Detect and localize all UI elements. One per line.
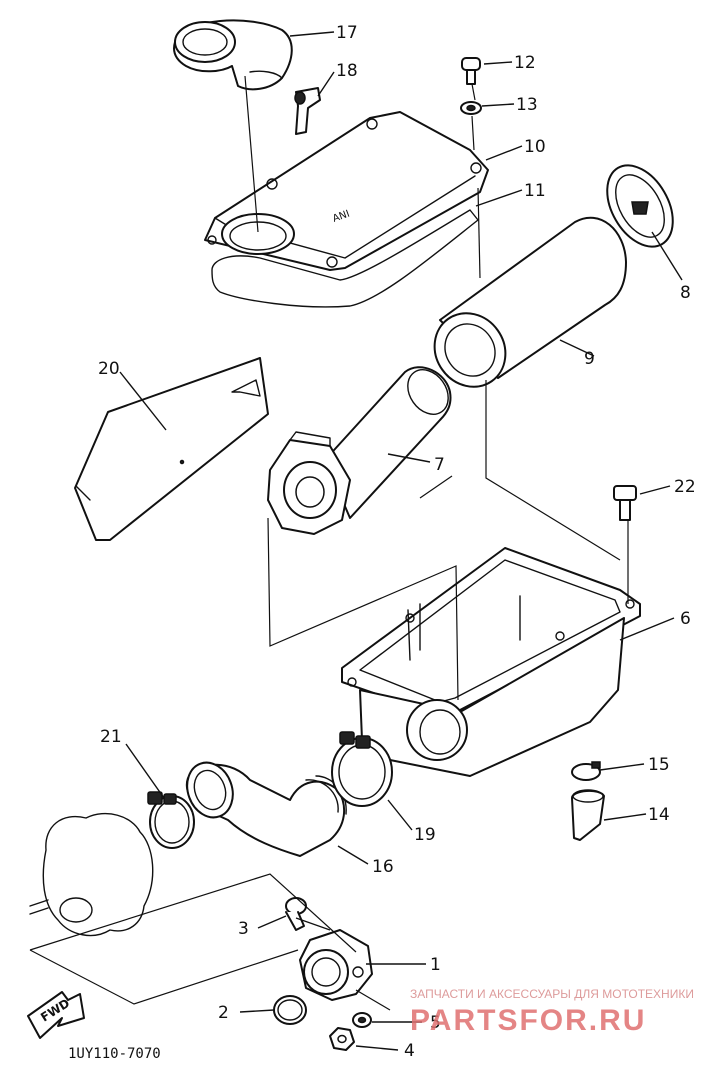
label-15: 15 xyxy=(648,755,670,775)
part-15-clamp xyxy=(571,761,601,781)
label-3: 3 xyxy=(238,919,249,939)
part-21-hose-clamp xyxy=(147,791,195,849)
leader-lines xyxy=(119,31,683,1051)
label-20: 20 xyxy=(98,359,120,379)
label-12: 12 xyxy=(514,53,536,73)
part-14-drain-joint xyxy=(571,789,605,841)
label-9: 9 xyxy=(584,349,595,369)
label-5: 5 xyxy=(430,1013,441,1033)
part-9-air-filter-element xyxy=(433,216,627,388)
watermark: ЗАПЧАСТИ И АКСЕССУАРЫ ДЛЯ МОТОТЕХНИКИ PA… xyxy=(410,987,694,1037)
label-21: 21 xyxy=(100,727,122,747)
watermark-tagline: ЗАПЧАСТИ И АКСЕССУАРЫ ДЛЯ МОТОТЕХНИКИ xyxy=(410,987,694,1001)
label-2: 2 xyxy=(218,1003,229,1023)
part-7-filter-guide xyxy=(267,366,452,535)
part-11-cover-seal xyxy=(211,209,479,308)
label-17: 17 xyxy=(336,23,358,43)
fwd-arrow-icon: FWD xyxy=(27,991,85,1039)
carburetor-outline xyxy=(29,812,154,937)
label-6: 6 xyxy=(680,609,691,629)
part-19-hose-clamp xyxy=(331,731,393,807)
part-12-bolt xyxy=(461,57,481,85)
part-18-breather-pipe xyxy=(294,87,321,135)
part-16-joint-hose xyxy=(185,761,347,857)
label-19: 19 xyxy=(414,825,436,845)
label-16: 16 xyxy=(372,857,394,877)
label-8: 8 xyxy=(680,283,691,303)
assembly-guide-lines xyxy=(29,75,629,1011)
part-6-air-cleaner-case xyxy=(341,547,641,777)
part-2-o-ring xyxy=(273,995,307,1025)
part-5-washer xyxy=(352,1012,372,1028)
part-20-side-plate xyxy=(74,357,269,541)
drawing-code: 1UY110-7070 xyxy=(68,1046,161,1062)
part-3-screw xyxy=(285,897,307,931)
label-1: 1 xyxy=(430,955,441,975)
part-13-washer xyxy=(460,101,482,115)
label-14: 14 xyxy=(648,805,670,825)
part-17-intake-duct xyxy=(173,19,293,91)
part-number-labels: 17 18 12 13 10 11 8 9 7 20 22 6 15 14 21… xyxy=(98,23,696,1061)
watermark-logo: PARTSFOR.RU xyxy=(410,1004,646,1037)
label-11: 11 xyxy=(524,181,546,201)
part-10-case-cover: ANI xyxy=(204,111,489,271)
part-1-carburetor-joint xyxy=(299,929,373,1001)
label-18: 18 xyxy=(336,61,358,81)
part-4-nut xyxy=(329,1027,355,1051)
label-13: 13 xyxy=(516,95,538,115)
label-10: 10 xyxy=(524,137,546,157)
part-22-bolt xyxy=(613,485,637,521)
label-22: 22 xyxy=(674,477,696,497)
label-7: 7 xyxy=(434,455,445,475)
label-4: 4 xyxy=(404,1041,415,1061)
part-8-filter-end-cap xyxy=(606,164,674,248)
